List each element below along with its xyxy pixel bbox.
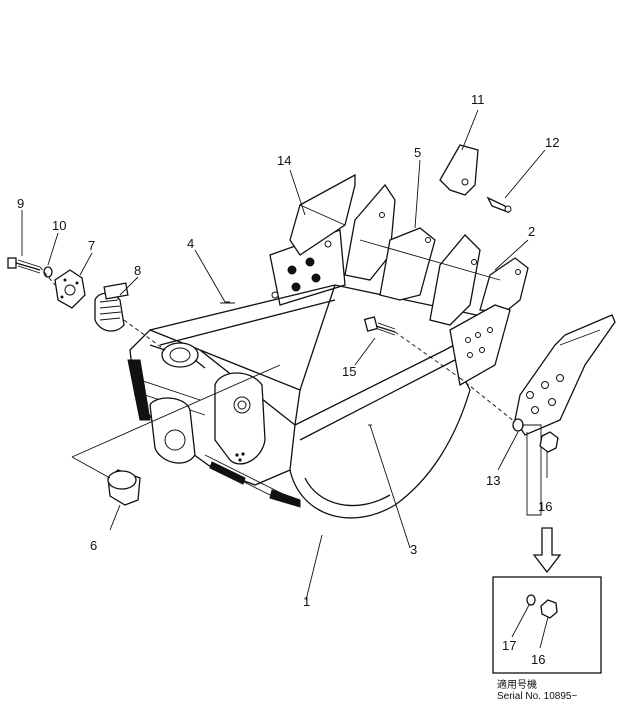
callout-12: 12 [545, 135, 559, 150]
callout-6: 6 [90, 538, 97, 553]
shim-8 [94, 282, 129, 332]
callout-5: 5 [414, 145, 421, 160]
serial-label-jp: 適用号機 [497, 678, 537, 691]
detail-box [492, 576, 602, 674]
side-cutter-right [512, 314, 616, 436]
right-side-plate [449, 304, 511, 387]
bolt-15 [363, 316, 396, 336]
callout-9: 9 [17, 196, 24, 211]
callout-16: 16 [538, 499, 552, 514]
bushing-6 [107, 469, 141, 506]
leader-lines [21, 109, 549, 649]
tooth-pin [486, 196, 512, 214]
flange-7 [54, 269, 86, 309]
callout-16-detail: 16 [531, 652, 545, 667]
hinge-bracket [149, 372, 266, 465]
callout-2: 2 [528, 224, 535, 239]
down-arrow [532, 527, 562, 574]
callout-11: 11 [471, 92, 485, 107]
bolt-13 [512, 418, 524, 432]
tooth-adapters [344, 183, 529, 326]
pin-boss [149, 342, 206, 369]
callout-15: 15 [342, 364, 356, 379]
callout-13: 13 [486, 473, 500, 488]
side-cutter-top [289, 173, 356, 256]
nut-16-box [522, 424, 559, 516]
serial-note: 適用号機 Serial No. 10895~ [497, 678, 577, 701]
callout-3: 3 [410, 542, 417, 557]
callout-10: 10 [52, 218, 66, 233]
callout-14: 14 [277, 153, 291, 168]
callout-1: 1 [303, 594, 310, 609]
tooth-point [439, 144, 479, 196]
callout-17: 17 [502, 638, 516, 653]
callout-7: 7 [88, 238, 95, 253]
callout-4: 4 [187, 236, 194, 251]
callout-8: 8 [134, 263, 141, 278]
bolt-9 [7, 257, 41, 274]
callout-labels: 9 10 7 8 4 14 5 11 12 2 15 13 16 6 3 1 1… [17, 92, 559, 667]
serial-label: Serial No. 10895~ [497, 691, 577, 701]
washer-10 [43, 266, 53, 278]
